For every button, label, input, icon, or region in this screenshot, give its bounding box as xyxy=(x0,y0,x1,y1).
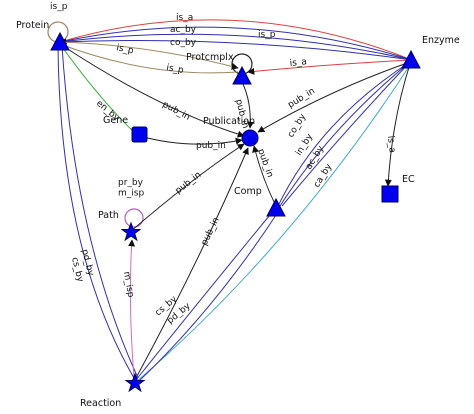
triangle-node-icon xyxy=(266,197,286,217)
edge-enzyme-comp-co_by[interactable] xyxy=(277,61,411,207)
edge-label-enzyme-publication-pub_in: pub_in xyxy=(286,86,317,110)
square-node-icon xyxy=(381,185,399,203)
triangle-node-icon xyxy=(50,31,70,51)
square-node-icon xyxy=(131,126,148,143)
edge-label-enzyme-ec-is_a: is_a xyxy=(385,135,397,153)
edge-gene-publication-pub_in[interactable] xyxy=(139,135,243,145)
edge-enzyme-ec-is_a[interactable] xyxy=(384,63,411,187)
edge-label-reaction-publication-pub_in: pub_in xyxy=(200,216,222,247)
edge-label-gene-publication-pub_in: pub_in xyxy=(196,141,226,151)
edge-reaction-publication-pub_in[interactable] xyxy=(135,147,249,379)
edge-protein-protcmplx-is_p[interactable] xyxy=(59,41,239,70)
edge-enzyme-comp-ac_by[interactable] xyxy=(281,61,411,207)
edge-protein-reaction-pd_by[interactable] xyxy=(61,45,139,379)
node-label-comp: Comp xyxy=(234,186,262,197)
node-label-path: Path xyxy=(98,210,119,221)
node-label-ec: EC xyxy=(402,174,415,185)
edge-comp-publication-pub_in[interactable] xyxy=(252,145,277,207)
edge-enzyme-protein-is_p[interactable] xyxy=(59,38,413,61)
edge-comp-reaction-cs_by[interactable] xyxy=(135,209,275,381)
edge-label-enzyme-protein-ac_by: ac_by xyxy=(170,25,197,35)
edge-label-protein-protcmplx-is_p: is_p xyxy=(115,43,134,56)
node-ec[interactable]: EC xyxy=(381,174,415,203)
edge-enzyme-reaction-ca_by[interactable] xyxy=(135,61,413,383)
edge-label-enzyme-protein-is_a: is_a xyxy=(176,13,193,23)
node-layer: Protein Enzyme Protcmplx Gene Publicatio… xyxy=(16,20,460,409)
node-protcmplx[interactable]: Protcmplx xyxy=(186,52,252,85)
edge-protein-reaction-cs_by[interactable] xyxy=(57,45,135,379)
node-label-reaction: Reaction xyxy=(80,398,121,409)
edge-label-enzyme-protein-is_p: is_p xyxy=(258,30,276,40)
node-label-enzyme: Enzyme xyxy=(422,35,460,46)
edge-label-protein-publication-pub_in: pub_in xyxy=(161,100,192,123)
edge-path-self[interactable] xyxy=(124,208,144,228)
star-node-icon xyxy=(124,372,146,393)
edge-label-enzyme-protcmplx-is_a: is_a xyxy=(289,57,307,69)
node-label-publication: Publication xyxy=(203,116,255,127)
edge-layer xyxy=(47,19,413,383)
edge-protcmplx-protein-is_p[interactable] xyxy=(59,42,239,74)
node-label-gene: Gene xyxy=(103,115,128,126)
edge-comp-reaction-pd_by[interactable] xyxy=(137,211,279,383)
edge-label-enzyme-protein-co_by: co_by xyxy=(170,38,197,48)
edge-enzyme-protein-ac_by[interactable] xyxy=(59,26,413,61)
triangle-node-icon xyxy=(401,49,421,69)
edge-reaction-path-m_isp[interactable] xyxy=(128,239,136,379)
circle-node-icon xyxy=(241,129,259,147)
edge-enzyme-protcmplx-is_a[interactable] xyxy=(247,59,413,75)
edge-label-comp-publication-pub_in: pub_in xyxy=(255,148,275,179)
node-comp[interactable]: Comp xyxy=(234,186,286,217)
edge-label-layer: is_p is_a ac_by co_by is_p is_p is_p is_… xyxy=(50,2,397,326)
edge-enzyme-protein-is_a[interactable] xyxy=(59,19,413,61)
edge-label-protcmplx-protein-is_p: is_p xyxy=(165,63,184,76)
edge-enzyme-publication-pub_in[interactable] xyxy=(257,61,411,133)
edge-label-protein-is_p-self: is_p xyxy=(50,2,68,12)
edge-protein-gene-en_by[interactable] xyxy=(59,43,137,135)
edge-enzyme-protein-co_by[interactable] xyxy=(59,33,413,61)
node-label-protein: Protein xyxy=(16,20,49,31)
edge-protein-publication-pub_in[interactable] xyxy=(59,43,245,138)
node-gene[interactable]: Gene xyxy=(103,115,148,143)
node-path[interactable]: Path xyxy=(98,210,142,242)
node-reaction[interactable]: Reaction xyxy=(80,372,146,409)
edge-label-path-publication-pub_in: pub_in xyxy=(174,170,204,196)
star-node-icon xyxy=(120,221,142,242)
node-publication[interactable]: Publication xyxy=(203,116,259,147)
node-enzyme[interactable]: Enzyme xyxy=(401,35,460,69)
node-label-protcmplx: Protcmplx xyxy=(186,52,234,63)
edge-path-publication-pub_in[interactable] xyxy=(129,143,245,233)
edge-enzyme-comp-in_by[interactable] xyxy=(279,61,411,207)
edge-label-reaction-path-m_isp: m_isp xyxy=(121,271,135,299)
triangle-node-icon xyxy=(232,65,252,85)
node-protein[interactable]: Protein xyxy=(16,20,70,51)
